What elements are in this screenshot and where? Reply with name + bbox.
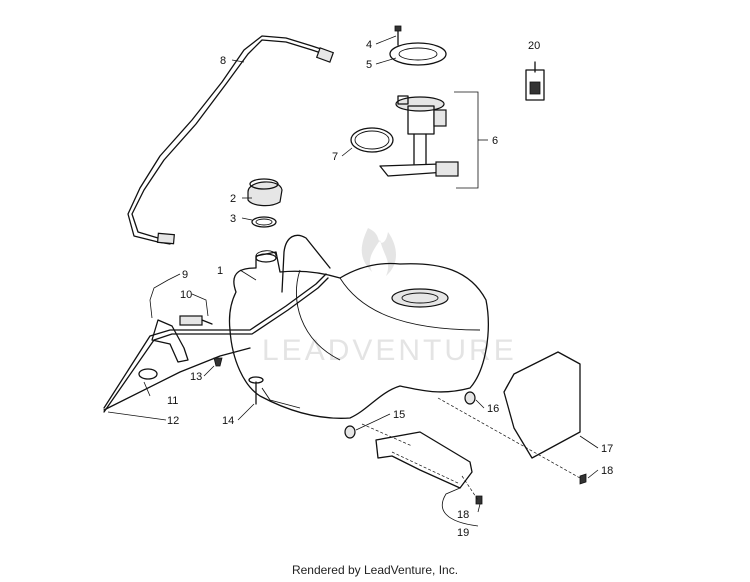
callout-19: 19 bbox=[457, 527, 469, 539]
callout-12: 12 bbox=[167, 415, 179, 427]
callout-18-lower: 18 bbox=[457, 509, 469, 521]
callout-8: 8 bbox=[220, 55, 226, 67]
tank-grommet-right bbox=[464, 391, 476, 405]
fuel-cap bbox=[247, 178, 283, 207]
screw-right bbox=[579, 473, 587, 485]
callout-2: 2 bbox=[230, 193, 236, 205]
check-valve bbox=[179, 315, 213, 326]
callout-4: 4 bbox=[366, 39, 372, 51]
callout-14: 14 bbox=[222, 415, 234, 427]
callout-20: 20 bbox=[528, 40, 540, 52]
callout-1: 1 bbox=[217, 265, 223, 277]
o-ring bbox=[350, 127, 394, 153]
fuel-tank bbox=[228, 234, 489, 419]
hose-clamp bbox=[138, 368, 158, 380]
watermark-text: LEADVENTURE bbox=[262, 334, 517, 367]
fuel-pump-assembly bbox=[379, 95, 459, 177]
footer-credit: Rendered by LeadVenture, Inc. bbox=[291, 563, 459, 577]
callout-7: 7 bbox=[332, 151, 338, 163]
callout-9: 9 bbox=[182, 269, 188, 281]
heat-shield bbox=[503, 351, 581, 459]
watermark-logo: LEADVENTURE bbox=[262, 228, 517, 367]
callout-5: 5 bbox=[366, 59, 372, 71]
vent-hose bbox=[127, 35, 335, 245]
wire-connector bbox=[525, 61, 545, 101]
callout-15: 15 bbox=[393, 409, 405, 421]
fuel-hose bbox=[103, 273, 329, 413]
bolt bbox=[213, 357, 223, 367]
tank-grommet-left bbox=[344, 425, 356, 439]
callout-18-right: 18 bbox=[601, 465, 613, 477]
callout-16: 16 bbox=[487, 403, 499, 415]
callout-17: 17 bbox=[601, 443, 613, 455]
callout-11: 11 bbox=[167, 395, 178, 407]
bracket bbox=[151, 319, 189, 363]
screw bbox=[394, 25, 402, 46]
cap-gasket bbox=[251, 216, 277, 228]
lower-heat-shield bbox=[375, 431, 473, 489]
callout-13: 13 bbox=[190, 371, 202, 383]
screw-lower bbox=[475, 495, 483, 505]
callout-10: 10 bbox=[180, 289, 192, 301]
leader-lines bbox=[107, 35, 599, 527]
callout-6: 6 bbox=[492, 135, 498, 147]
grommet bbox=[248, 376, 264, 405]
pump-gasket bbox=[389, 42, 447, 66]
callout-labels: 1 2 3 4 5 6 7 8 9 10 11 12 13 14 15 16 1… bbox=[167, 39, 613, 539]
callout-3: 3 bbox=[230, 213, 236, 225]
